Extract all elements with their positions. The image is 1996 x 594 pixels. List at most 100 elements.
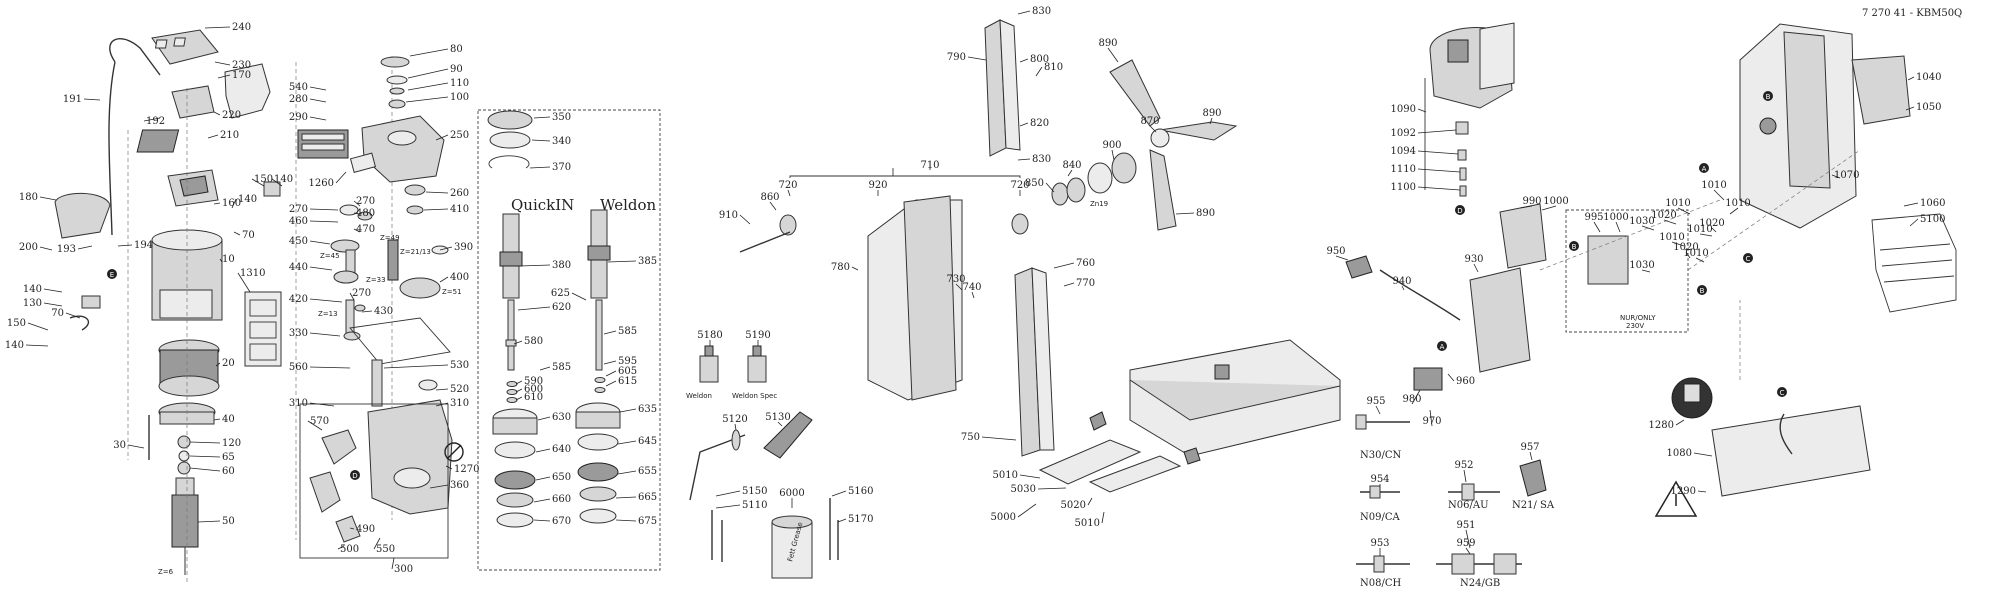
part-label-p1080: 1080 [1667,448,1692,459]
part-label-p860: 860 [760,192,779,203]
part-label-p550: 550 [376,544,395,555]
part-label-p1270: 1270 [454,464,479,475]
part-label-p410: 410 [450,204,469,215]
leader-line-p70b [65,312,81,319]
part-label-p180: 180 [19,192,38,203]
leader-line-p10 [219,258,223,263]
teeth-z49: Z=49 [380,234,400,242]
leader-line-p1090 [1417,108,1427,113]
part-label-p585a: 585 [552,362,571,373]
part-label-p520: 520 [450,384,469,395]
leader-line-p191 [83,98,101,101]
leader-line-p20 [215,362,221,367]
leader-line-p615 [605,380,617,387]
part-label-p140a: 140 [274,174,293,185]
leader-line-p300 [391,557,395,570]
part-label-p420: 420 [289,294,308,305]
part-label-p5160: 5160 [848,486,873,497]
leader-line-p820 [1019,122,1029,127]
leader-line-p5170 [837,518,847,523]
leader-line-p70a [233,231,241,236]
region-note-line2: 230V [1626,322,1644,330]
part-label-p1280: 1280 [1649,420,1674,431]
leader-line-p670 [533,519,551,522]
leader-line-p490 [349,527,355,530]
leader-line-p1020a [1663,219,1677,225]
leader-line-p230 [214,61,231,66]
variant-quickin-label: QuickIN [511,196,574,214]
part-label-p790: 790 [947,52,966,63]
leader-line-p635 [619,408,637,413]
marker-a-lower: A [1440,343,1445,351]
leader-line-p5010a [1019,474,1041,479]
marker-b-column: B [1766,93,1771,101]
leader-line-p1020c [1685,251,1691,259]
leader-line-p1092 [1417,129,1457,134]
part-label-p360: 360 [450,480,469,491]
leader-line-p80 [409,48,449,57]
leader-line-p1010d [1699,233,1713,237]
leader-line-p970 [1429,409,1433,427]
leader-line-p930 [1473,263,1479,273]
leader-line-p625 [571,292,587,301]
leader-line-p385 [607,260,637,263]
leader-line-p605 [605,370,617,377]
part-label-p191: 191 [63,94,82,105]
document-code: 7 270 41 - KBM50Q [1862,8,1962,19]
part-label-p50: 50 [222,516,235,527]
leader-line-p1010e [1671,241,1685,247]
part-label-p954: 954 [1370,474,1389,485]
part-label-p900: 900 [1102,140,1121,151]
part-label-p960: 960 [1456,376,1475,387]
part-label-p270c: 270 [352,288,371,299]
leader-line-p420 [309,298,343,303]
leader-line-p1000b [1615,221,1621,233]
part-label-p580: 580 [524,336,543,347]
teeth-zn19: Zn19 [1090,200,1108,208]
leader-line-p840 [1067,169,1073,177]
part-label-p20: 20 [222,358,235,369]
part-label-p1020c: 1020 [1673,242,1698,253]
part-label-p953: 953 [1370,538,1389,549]
part-label-p450: 450 [289,236,308,247]
part-label-p220: 220 [222,110,241,121]
leader-line-p910 [739,214,751,225]
gearbox-assembly [295,56,464,559]
leader-line-p595 [603,360,617,365]
leader-line-p430 [361,310,373,313]
plug-n06: N06/AU [1448,500,1489,511]
plug-n08: N08/CH [1360,578,1401,589]
part-label-p635: 635 [638,404,657,415]
part-label-p615: 615 [618,376,637,387]
leader-line-p730 [955,283,963,291]
part-label-p970: 970 [1422,416,1441,427]
teeth-z6: Z=6 [158,568,174,576]
part-label-p665: 665 [638,492,657,503]
leader-line-p40 [213,418,221,421]
part-label-p710: 710 [920,160,939,171]
leader-line-p620 [517,306,551,311]
part-label-p80: 80 [450,44,463,55]
leader-line-p520 [435,388,449,391]
part-label-p1030a: 1030 [1629,216,1654,227]
part-label-p1030b: 1030 [1629,260,1654,271]
leader-line-p570 [307,420,323,431]
part-label-p951: 951 [1456,520,1475,531]
leader-line-p30 [127,444,145,449]
leader-line-p194 [117,244,133,247]
part-label-p270b: 270 [356,196,375,207]
part-label-p1010d: 1010 [1687,224,1712,235]
part-label-p100: 100 [450,92,469,103]
part-label-p920: 920 [868,180,887,191]
leader-line-p870 [1149,125,1157,133]
leader-line-p585b [603,330,617,335]
leader-line-p120 [189,441,221,444]
weldon-adapter-label: Weldon [686,392,712,400]
variant-weldon-label: Weldon [600,196,657,214]
motor-assembly [54,29,282,585]
leader-line-p940 [1401,285,1405,291]
part-label-p1020b: 1020 [1699,218,1724,229]
leader-line-p260 [425,191,449,194]
leader-line-p460 [309,220,339,223]
